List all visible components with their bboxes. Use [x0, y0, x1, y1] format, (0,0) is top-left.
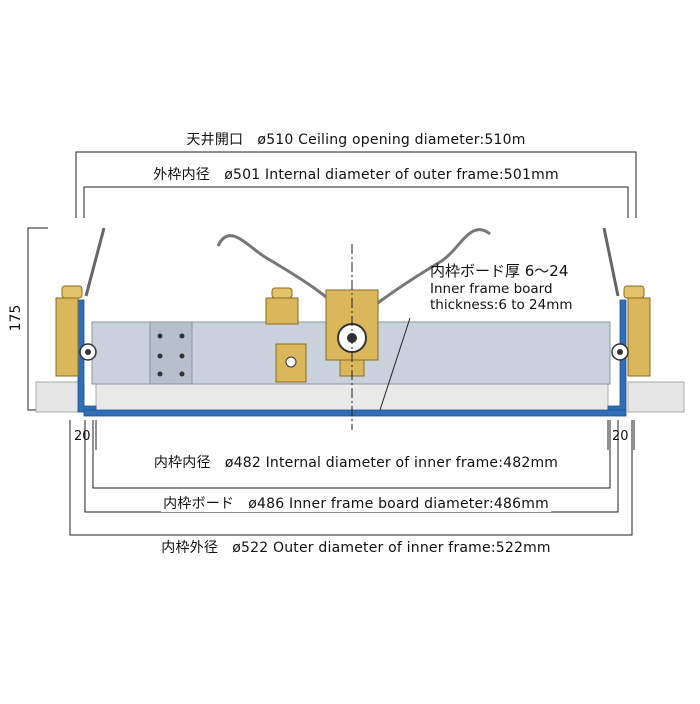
- board-thickness-note-en1: Inner frame board: [430, 281, 553, 297]
- latch-bracket: [265, 287, 307, 383]
- outer-frame-internal-label: 外枠内径 ø501 Internal diameter of outer fra…: [151, 167, 561, 183]
- inner-frame-outer-label: 内枠外径 ø522 Outer diameter of inner frame:…: [159, 540, 553, 556]
- rivet: [157, 371, 163, 377]
- inner-frame-internal-dim-line: [92, 420, 611, 489]
- rivet: [179, 333, 185, 339]
- ceiling-boards: [35, 381, 685, 413]
- blue-frame-left: [77, 299, 97, 413]
- inner-frame-board-dim-line: [84, 420, 619, 513]
- note-leader: [379, 317, 411, 411]
- center-plate: [149, 321, 193, 385]
- blue-frame-bottom: [83, 409, 627, 417]
- rivet: [157, 333, 163, 339]
- ceiling-opening-label: 天井開口 ø510 Ceiling opening diameter:510m: [184, 132, 528, 148]
- dimension-lines: [27, 151, 637, 536]
- inner-frame-outer-dim-line: [69, 420, 633, 536]
- outer-frame-right: [602, 227, 651, 377]
- board-thickness-note-en2: thickness:6 to 24mm: [430, 297, 573, 313]
- rivet: [157, 353, 163, 359]
- rivet: [179, 371, 185, 377]
- ceiling-opening-dim-line: [75, 151, 637, 218]
- inner-frame-internal-label: 内枠内径 ø482 Internal diameter of inner fra…: [151, 455, 561, 471]
- rivet: [179, 353, 185, 359]
- outer-frame-dim-line: [83, 186, 629, 218]
- inner-frame-board-label: 内枠ボード ø486 Inner frame board diameter:48…: [161, 496, 551, 512]
- ceiling-board-right: [627, 381, 685, 413]
- right-offset-label: 20: [612, 429, 629, 444]
- left-offset-label: 20: [74, 429, 91, 444]
- outer-frame-left: [55, 227, 106, 377]
- height-label: 175: [8, 304, 24, 332]
- blue-frame: [77, 299, 627, 417]
- ceiling-board-left: [35, 381, 85, 413]
- board-thickness-note-jp: 内枠ボード厚 6～24: [430, 262, 569, 280]
